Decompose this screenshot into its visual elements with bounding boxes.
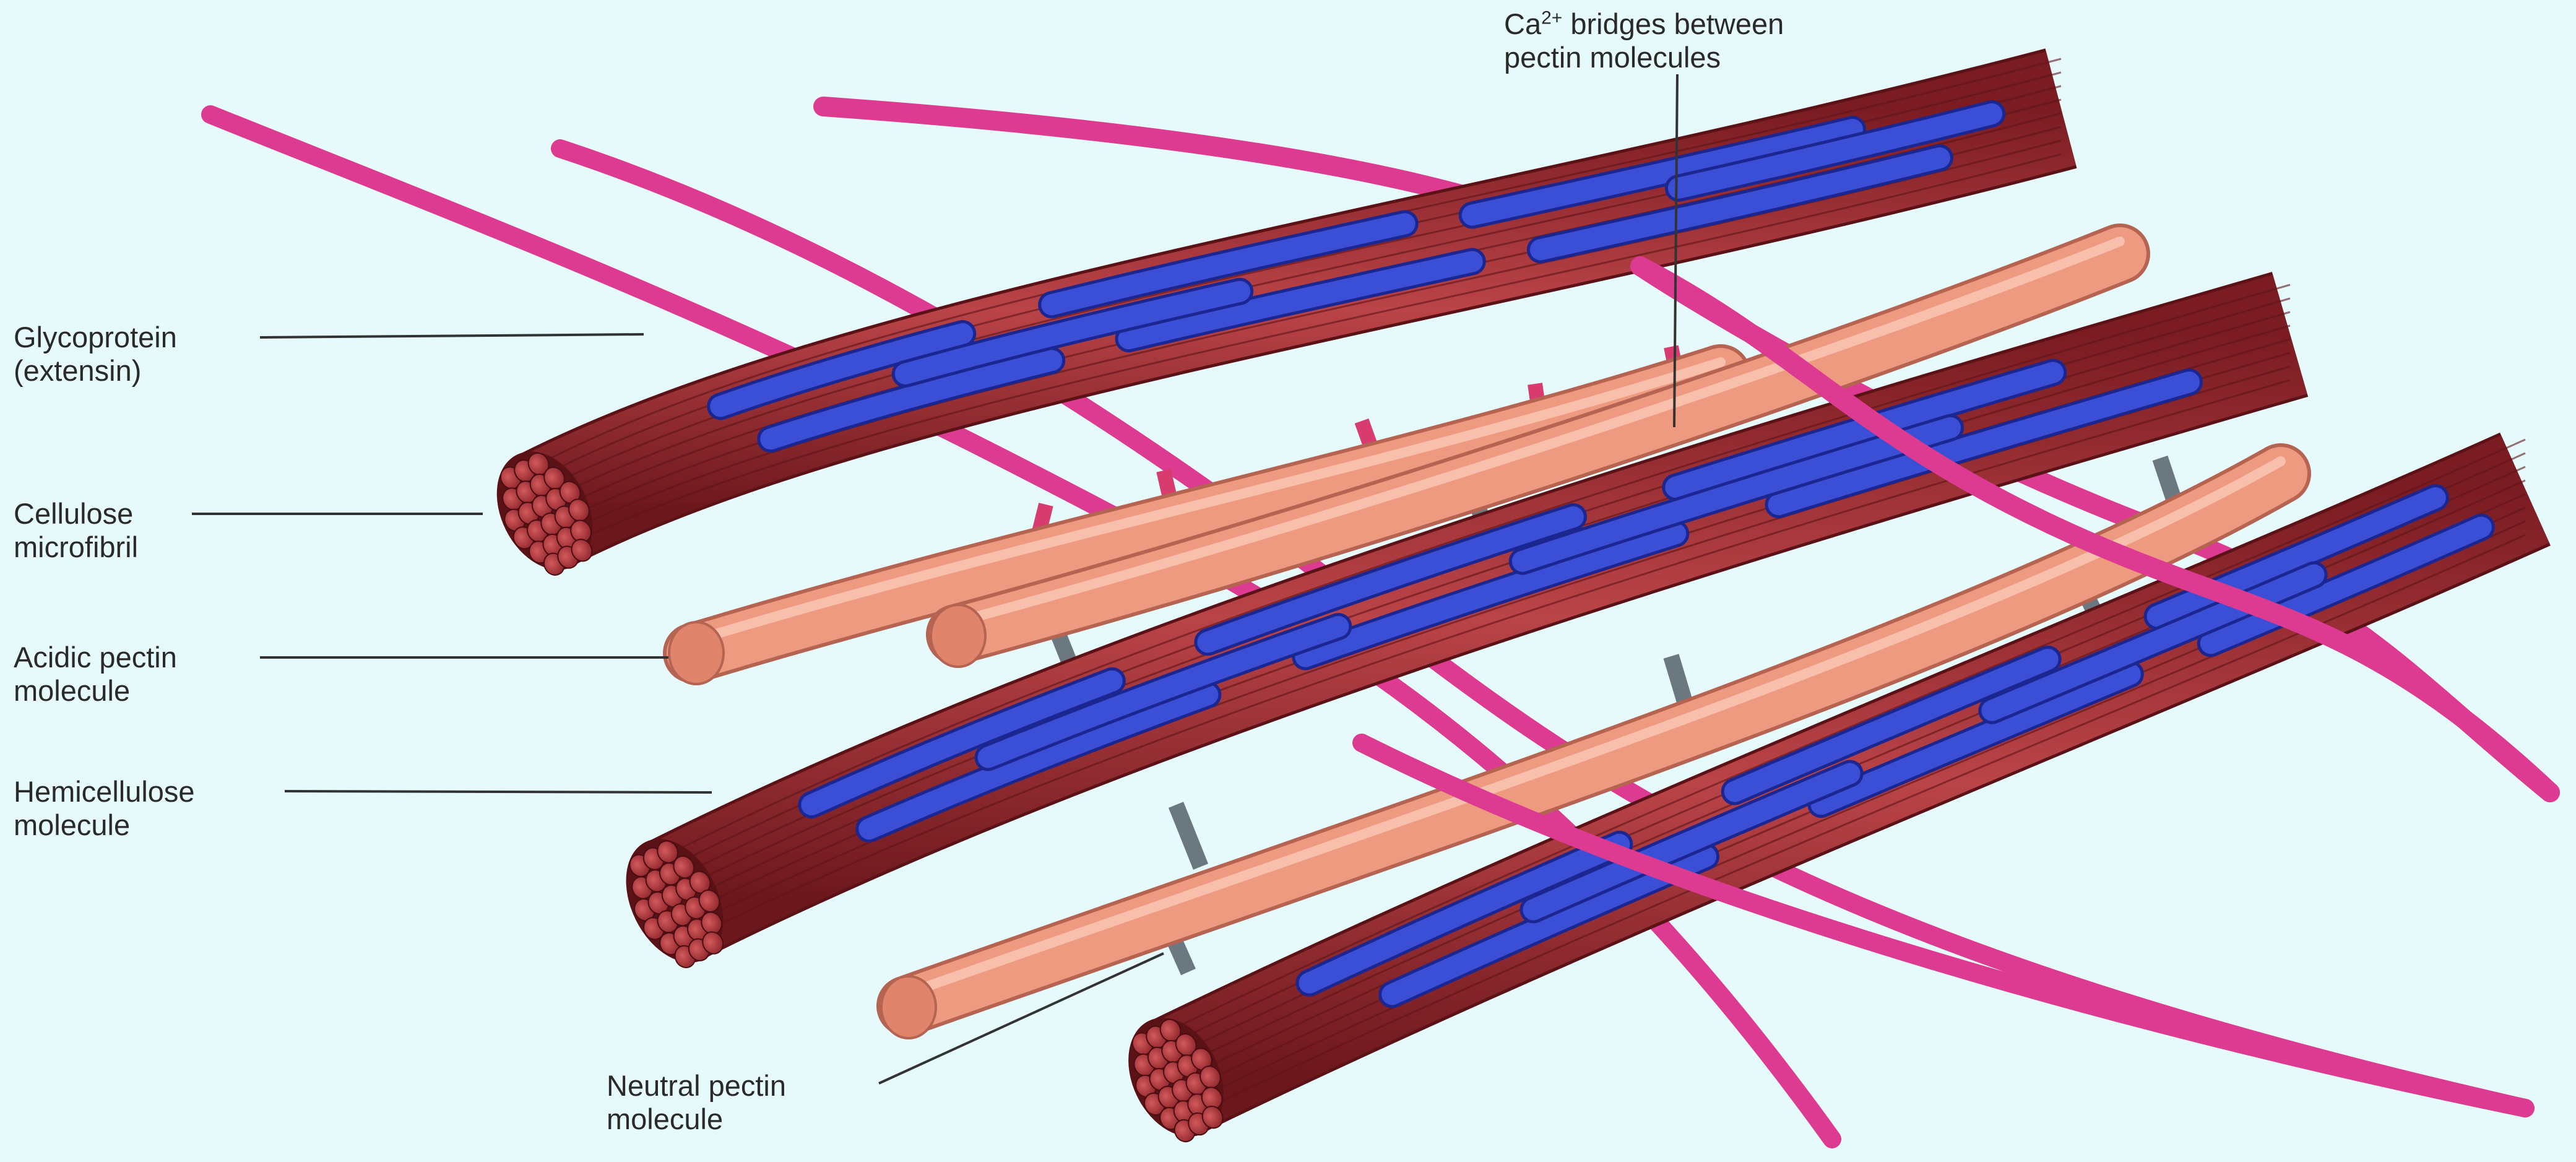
- label-glycoprotein: Glycoprotein (extensin): [14, 321, 177, 388]
- label-acidic-pectin-line1: Acidic pectin: [14, 641, 177, 674]
- label-cellulose: Cellulose microfibril: [14, 497, 138, 564]
- label-acidic-pectin: Acidic pectin molecule: [14, 641, 177, 708]
- label-hemicellulose: Hemicellulose molecule: [14, 775, 195, 842]
- label-hemicellulose-line2: molecule: [14, 809, 195, 842]
- label-cellulose-line2: microfibril: [14, 531, 138, 564]
- label-cellulose-line1: Cellulose: [14, 497, 138, 531]
- label-glycoprotein-line2: (extensin): [14, 354, 177, 388]
- label-neutral-pectin-line2: molecule: [607, 1103, 786, 1136]
- leader-glycoprotein: [260, 334, 644, 337]
- label-acidic-pectin-line2: molecule: [14, 674, 177, 708]
- label-ca-bridges-line2: pectin molecules: [1504, 41, 1784, 74]
- leader-hemicellulose: [285, 791, 712, 792]
- neutral-pectin-link: [1176, 805, 1201, 867]
- label-ca-bridges-line1: Ca2+ bridges between: [1504, 7, 1784, 41]
- label-neutral-pectin: Neutral pectin molecule: [607, 1069, 786, 1136]
- label-glycoprotein-line1: Glycoprotein: [14, 321, 177, 354]
- label-neutral-pectin-line1: Neutral pectin: [607, 1069, 786, 1103]
- label-hemicellulose-line1: Hemicellulose: [14, 775, 195, 809]
- label-ca-bridges: Ca2+ bridges between pectin molecules: [1504, 7, 1784, 74]
